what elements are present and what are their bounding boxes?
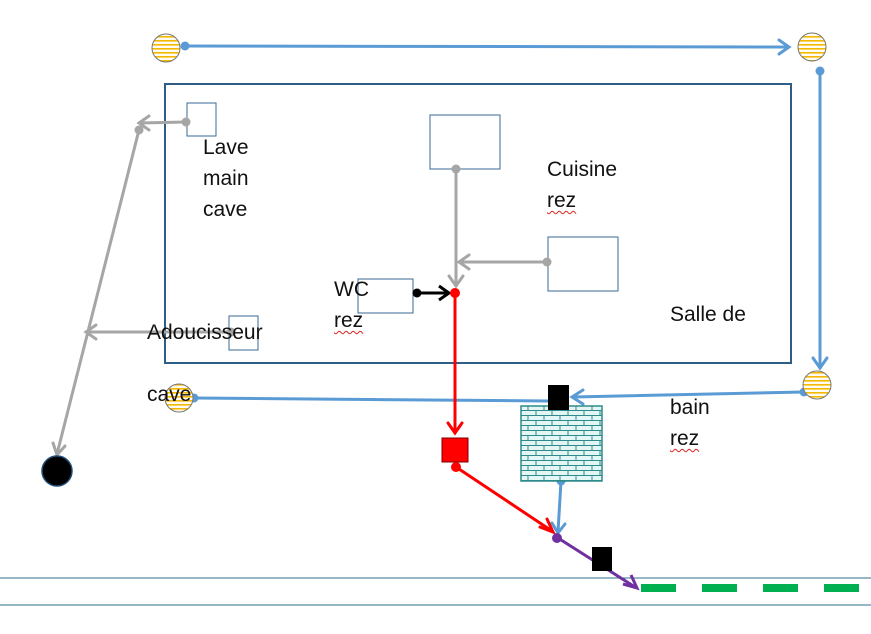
- downspout-icon: [164, 383, 194, 413]
- salle-de-bain-line1: Salle de: [670, 303, 746, 326]
- salle-de-bain-line2: bain rez: [670, 361, 746, 454]
- adoucisseur-line1: Adoucisseur: [147, 321, 263, 344]
- sewer-dash: [641, 584, 676, 592]
- manhole-icon: [548, 385, 569, 410]
- grey-riser-arrowhead: [51, 441, 67, 458]
- tank-outlet-pipe: [556, 479, 563, 534]
- wc-label: WC rez: [334, 243, 369, 336]
- cuisine-label-word: Cuisine: [547, 158, 618, 181]
- combined-outlet-arrowhead: [622, 574, 640, 591]
- rain-pipe-right-arrowhead: [811, 356, 829, 371]
- red-main-arrowhead: [446, 421, 464, 436]
- cuisine-label: Cuisine rez: [547, 123, 617, 216]
- lave-main-cave-label: Lave main cave: [203, 136, 249, 221]
- pipe-node: [815, 66, 825, 76]
- sewer-dash: [824, 584, 859, 592]
- downspout-icon: [151, 33, 181, 63]
- rain-pipe-bottom-right: [571, 390, 806, 399]
- rain-pipes: [183, 38, 829, 536]
- pipe-node: [134, 125, 144, 135]
- adoucisseur-arrowhead: [83, 323, 98, 341]
- wc-fixture: [357, 278, 414, 314]
- rain-pipe-bottom-right-arrowhead: [569, 388, 585, 406]
- cuisine-arrowhead: [447, 274, 465, 289]
- downspout-icon: [797, 32, 827, 62]
- adoucisseur-label: Adoucisseur cave: [147, 286, 263, 441]
- pipe-node: [226, 327, 236, 337]
- pipe-node: [451, 164, 461, 174]
- rain-pipe-top: [183, 44, 790, 49]
- soakaway-icon: [41, 455, 73, 487]
- rain-pipe-top-arrowhead: [777, 38, 792, 56]
- salle-de-bain-fixture: [547, 236, 619, 292]
- public-sewer: [641, 584, 859, 592]
- rain-pipe-bottom-left: [192, 396, 550, 403]
- salle-de-bain-label: Salle de bain rez: [670, 268, 746, 485]
- infiltration-tank-icon: [520, 405, 603, 482]
- pipe-node: [451, 462, 461, 472]
- wc-arrowhead: [438, 284, 452, 302]
- salle-de-bain-arrowhead: [456, 253, 471, 271]
- inspection-chamber-icon: [441, 437, 469, 463]
- manhole-icon: [592, 547, 612, 571]
- pipe-node: [552, 533, 562, 543]
- grey-riser: [55, 128, 141, 456]
- salle-de-bain-word: bain: [670, 396, 710, 419]
- salle-de-bain-rez: rez: [670, 427, 700, 450]
- wc-label-rez: rez: [334, 309, 364, 332]
- tank-outlet-arrowhead: [550, 521, 567, 536]
- cuisine-label-rez: rez: [547, 189, 577, 212]
- pipe-node: [181, 117, 191, 127]
- house-outline: [164, 83, 792, 364]
- pipe-node: [412, 288, 422, 298]
- pipe-node: [450, 288, 460, 298]
- wc-label-word: WC: [334, 278, 369, 301]
- pipe-node: [542, 257, 552, 267]
- black-water-pipes: [446, 291, 556, 535]
- adoucisseur-line2: cave: [147, 383, 192, 406]
- lave-main-arrowhead: [136, 114, 151, 132]
- red-junction-arrowhead: [538, 517, 556, 535]
- sewer-dash: [763, 584, 798, 592]
- lave-main-drain: [138, 120, 188, 125]
- grey-water-pipes: [51, 114, 549, 458]
- downspout-icon: [802, 370, 832, 400]
- sewer-dash: [702, 584, 737, 592]
- cuisine-fixture: [429, 114, 501, 170]
- red-to-junction: [454, 465, 554, 533]
- pipe-node: [180, 41, 190, 51]
